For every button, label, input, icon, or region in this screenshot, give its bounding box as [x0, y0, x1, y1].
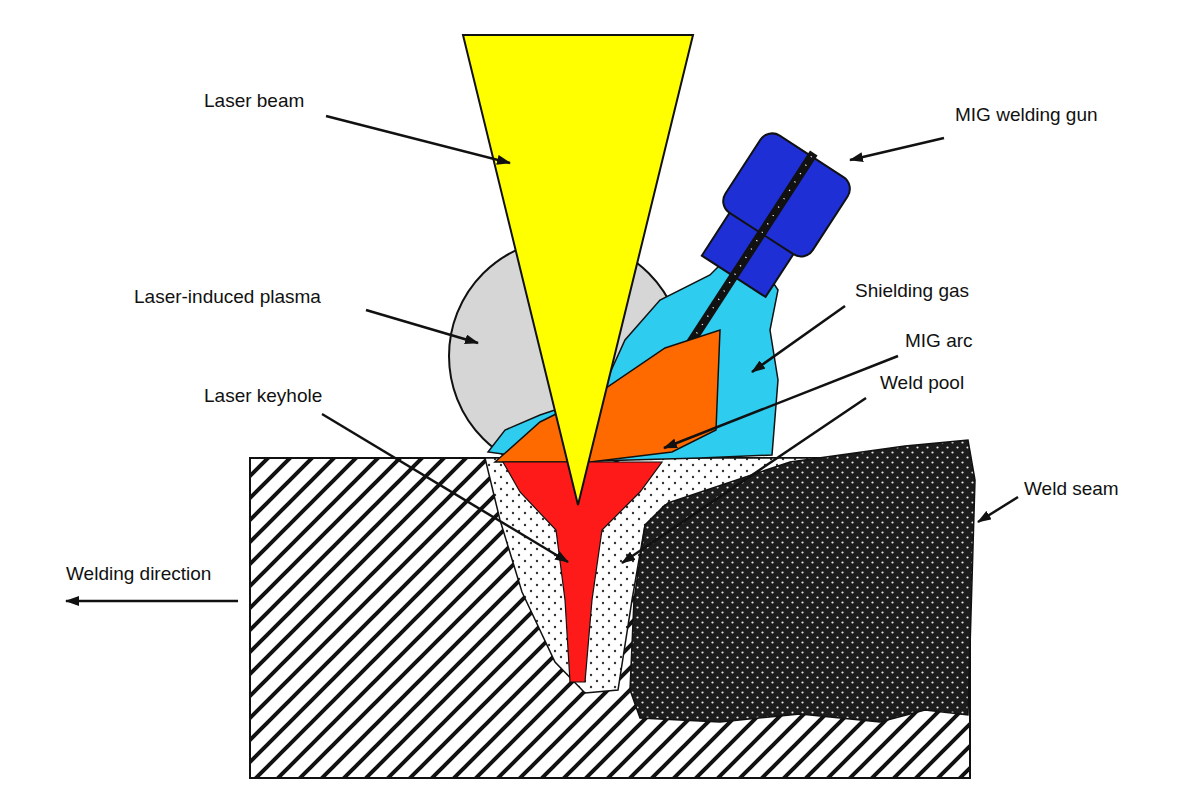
- part-label: Shielding gas: [855, 280, 969, 303]
- part-label: Welding direction: [66, 563, 211, 586]
- laser-beam: [463, 35, 693, 505]
- part-label: Weld pool: [880, 372, 964, 395]
- laser-keyhole: [503, 462, 662, 682]
- part-label: MIG arc: [905, 330, 973, 353]
- weld-seam: [630, 440, 975, 722]
- mig-gun: [644, 125, 858, 376]
- part-label: Weld seam: [1024, 478, 1119, 501]
- leader-lines: [66, 116, 1018, 601]
- part-label: Laser beam: [204, 90, 304, 113]
- part-label: Laser keyhole: [204, 385, 322, 408]
- part-label: Laser-induced plasma: [134, 286, 321, 309]
- part-label: MIG welding gun: [955, 104, 1098, 127]
